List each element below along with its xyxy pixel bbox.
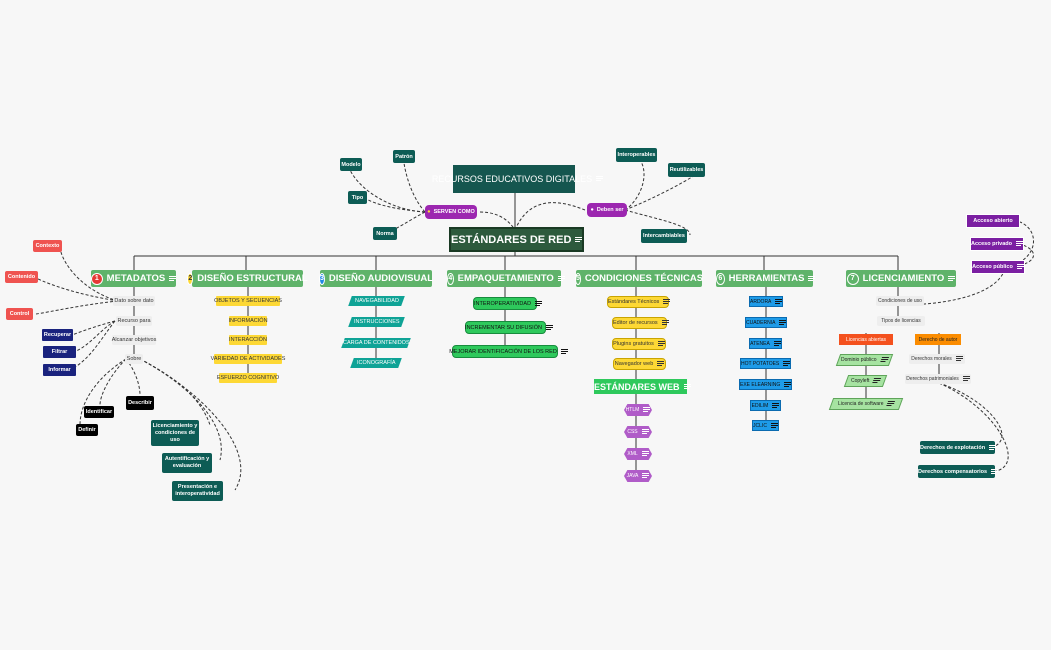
lic-libre-item-2[interactable]: Licencia de software <box>828 398 904 410</box>
serven-tipo[interactable]: Tipo <box>348 191 367 204</box>
lic-condiciones[interactable]: Condiciones de uso <box>876 296 924 306</box>
meta-informar[interactable]: Informar <box>43 364 76 376</box>
deben-intercambiables[interactable]: Intercambiables <box>641 229 687 243</box>
web-item-1[interactable]: CSS <box>624 426 652 438</box>
deben-ser-node[interactable]: ●Deben ser <box>587 203 627 217</box>
meta-licenciamiento[interactable]: Licenciamiento y condiciones de uso <box>151 420 199 446</box>
herr-item-4[interactable]: EXE ELEARNING <box>739 379 792 390</box>
web-item-3[interactable]: JAVA <box>624 470 652 482</box>
audio-item-0[interactable]: NAVEGABILIDAD <box>348 296 405 306</box>
emp-item-0[interactable]: INTEROPERATIVIDAD <box>473 297 542 310</box>
tec-web[interactable]: ESTÁNDARES WEB <box>594 379 692 394</box>
meta-sobre[interactable]: Sobre <box>125 354 143 364</box>
estr-item-3[interactable]: VARIEDAD DE ACTIVIDADES <box>210 354 286 364</box>
audio-item-2[interactable]: CARGA DE CONTENIDOS <box>341 338 411 348</box>
meta-alcanzar-objetivos[interactable]: Alcanzar objetivos <box>111 335 157 345</box>
lic-libre-item-1[interactable]: Copyleft <box>843 375 888 387</box>
tec-item-0[interactable]: Estándares Técnicos <box>607 296 670 308</box>
meta-presentacion[interactable]: Presentación e interoperatividad <box>172 481 223 501</box>
serven-patron[interactable]: Patrón <box>393 150 415 163</box>
top-label: RECURSOS EDUCATIVOS DIGITALES <box>431 173 593 184</box>
herr-item-0[interactable]: ARDORA <box>749 296 783 307</box>
meta-autentificacion[interactable]: Autentificación y evaluación <box>162 453 212 473</box>
deben-reutilizables[interactable]: Reutilizables <box>668 163 705 177</box>
lic-tipos[interactable]: Tipos de licencias <box>877 316 925 326</box>
web-item-2[interactable]: XML <box>624 448 652 460</box>
lic-patrim-0[interactable]: Derechos de explotación <box>920 441 996 454</box>
lic-autor-item-0[interactable]: Derechos morales <box>909 354 965 364</box>
emp-item-2[interactable]: MEJORAR IDENTIFICACIÓN DE LOS RED <box>449 345 568 358</box>
emp-item-1[interactable]: INCREMENTAR SU DIFUSIÓN <box>465 321 553 334</box>
lic-acceso-2[interactable]: Acceso público <box>971 260 1025 274</box>
meta-recuperar[interactable]: Recuperar <box>42 329 73 341</box>
web-item-0[interactable]: HTLM <box>624 404 652 416</box>
meta-filtrar[interactable]: Filtrar <box>43 346 76 358</box>
meta-contexto[interactable]: Contexto <box>33 240 62 252</box>
top-node[interactable]: RECURSOS EDUCATIVOS DIGITALES <box>432 165 604 193</box>
herr-item-3[interactable]: HOT POTATOES <box>740 358 791 369</box>
herr-item-1[interactable]: CUADERNIA <box>745 317 787 328</box>
serven-norma[interactable]: Norma <box>373 227 397 240</box>
deben-interoperables[interactable]: Interoperables <box>616 148 657 162</box>
meta-dato-sobre-dato[interactable]: Dato sobre dato <box>113 296 155 306</box>
lic-patrim-1[interactable]: Derechos compensatorios <box>918 465 998 478</box>
audio-item-3[interactable]: ICONOGRAFÍA <box>350 358 402 368</box>
meta-recurso-para[interactable]: Recurso para <box>116 316 152 326</box>
meta-identificar[interactable]: Identificar <box>84 406 114 418</box>
lic-autor[interactable]: Derecho de autor <box>915 334 961 345</box>
estr-item-2[interactable]: INTERACCIÓN <box>229 335 267 345</box>
meta-describir[interactable]: Describir <box>126 396 154 410</box>
meta-contenido[interactable]: Contenido <box>5 271 38 283</box>
lic-libre-item-0[interactable]: Dominio público <box>835 354 894 366</box>
lic-libres[interactable]: Licencias abiertas <box>839 334 893 345</box>
herr-item-5[interactable]: EDILIM <box>750 400 781 411</box>
tec-item-3[interactable]: Navegador web <box>613 358 666 370</box>
root-node[interactable]: ESTÁNDARES DE RED <box>449 227 584 252</box>
tec-item-2[interactable]: Plugins gratuitos <box>612 338 666 350</box>
meta-definir[interactable]: Definir <box>76 424 98 436</box>
lic-autor-item-1[interactable]: Derechos patrimoniales <box>905 374 971 384</box>
lic-acceso-0[interactable]: Acceso abierto <box>966 214 1020 228</box>
estr-item-4[interactable]: ESFUERZO COGNITIVO <box>216 373 280 383</box>
audio-item-1[interactable]: INSTRUCCIONES <box>348 317 405 327</box>
estr-item-0[interactable]: OBJETOS Y SECUENCIAS <box>214 296 282 306</box>
herr-item-6[interactable]: JCLIC <box>752 420 779 431</box>
lic-acceso-1[interactable]: Acceso privado <box>970 237 1024 251</box>
serven-modelo[interactable]: Modelo <box>340 158 362 171</box>
meta-control[interactable]: Control <box>6 308 33 320</box>
estr-item-1[interactable]: INFORMACIÓN <box>228 316 268 326</box>
serven-como-node[interactable]: ●SERVEN COMO <box>425 205 477 219</box>
tec-item-1[interactable]: Editor de recursos <box>612 317 670 329</box>
herr-item-2[interactable]: ATENEA <box>749 338 782 349</box>
